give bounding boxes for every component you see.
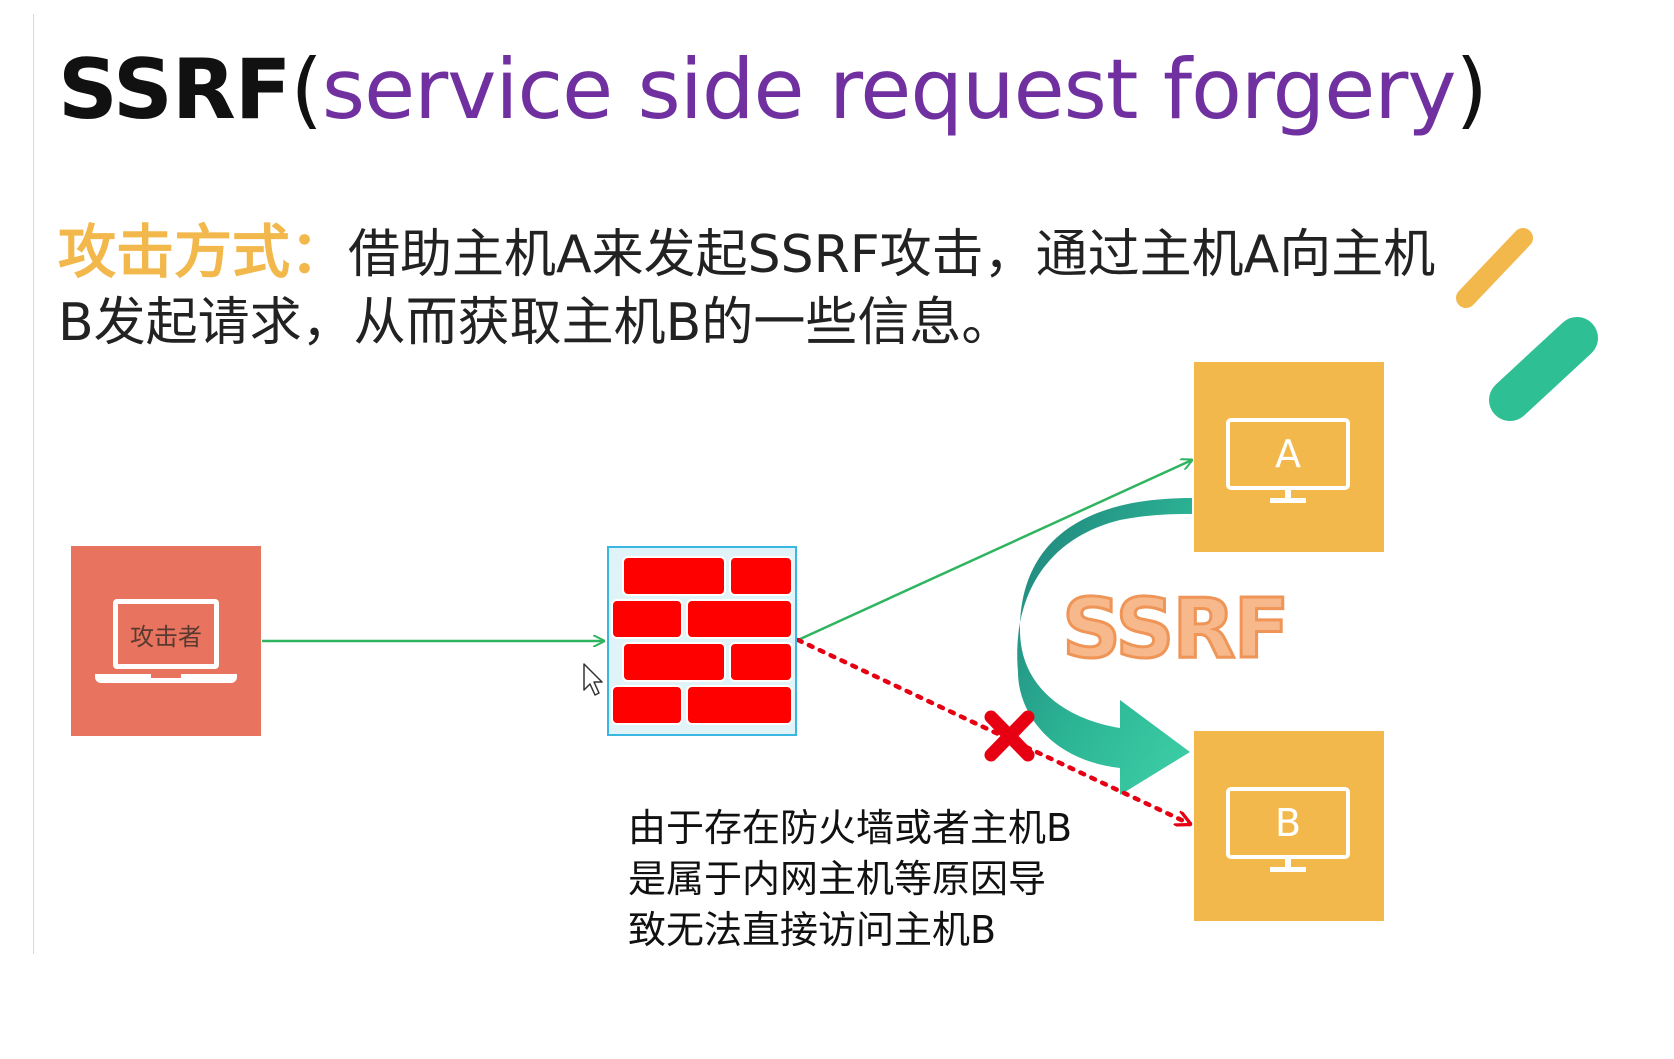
- firewall-brick: [686, 685, 793, 725]
- firewall-brick: [729, 556, 793, 596]
- monitor-neck: [1285, 859, 1291, 868]
- attacker-node: 攻击者: [71, 546, 261, 736]
- blocked-cross-icon: [984, 710, 1035, 762]
- monitor-icon: A: [1226, 418, 1350, 490]
- title-open-paren: (: [290, 41, 322, 138]
- monitor-foot: [1270, 867, 1306, 872]
- caption-line: 是属于内网主机等原因导: [628, 857, 1047, 901]
- slide-title: SSRF(service side request forgery): [58, 30, 1488, 150]
- laptop-base: [95, 674, 237, 683]
- arrow-firewall-to-host-b-blocked: [795, 637, 1190, 824]
- host-a-node: A: [1194, 362, 1384, 552]
- ssrf-curved-arrow: [1017, 498, 1192, 795]
- title-main: SSRF: [58, 41, 291, 138]
- firewall-brick: [622, 642, 726, 682]
- accent-stripe-icon: [1456, 228, 1533, 308]
- cursor-icon: [583, 663, 603, 696]
- attack-method-text: 借助主机A来发起SSRF攻击，通过主机A向主机B发起请求，从而获取主机B的一些信…: [58, 225, 1436, 353]
- monitor-foot: [1270, 498, 1306, 503]
- caption-line: 由于存在防火墙或者主机B: [628, 806, 1073, 850]
- laptop-icon: 攻击者: [113, 599, 219, 669]
- host-b-node: B: [1194, 731, 1384, 921]
- monitor-icon: B: [1226, 787, 1350, 859]
- host-a-label: A: [1275, 432, 1301, 476]
- attack-description: 攻击方式：借助主机A来发起SSRF攻击，通过主机A向主机B发起请求，从而获取主机…: [58, 218, 1458, 357]
- attack-method-label: 攻击方式：: [58, 218, 349, 286]
- slide-left-border: [33, 14, 34, 954]
- accent-stripe-icon: [1489, 317, 1598, 421]
- caption-line: 致无法直接访问主机B: [628, 908, 997, 952]
- firewall-brick: [611, 685, 683, 725]
- firewall-icon: [607, 546, 797, 736]
- arrow-firewall-to-host-a: [797, 460, 1192, 642]
- firewall-brick: [622, 556, 726, 596]
- title-close-paren: ): [1455, 41, 1488, 138]
- attacker-label: 攻击者: [130, 622, 202, 651]
- firewall-brick: [686, 599, 793, 639]
- host-b-label: B: [1274, 801, 1302, 845]
- firewall-brick: [611, 599, 683, 639]
- laptop-notch: [151, 674, 181, 678]
- ssrf-label: SSRF: [1061, 581, 1292, 679]
- blocked-reason-caption: 由于存在防火墙或者主机B 是属于内网主机等原因导 致无法直接访问主机B: [628, 803, 1072, 956]
- monitor-neck: [1285, 490, 1291, 499]
- firewall-brick: [729, 642, 793, 682]
- title-subtitle: service side request forgery: [321, 41, 1457, 138]
